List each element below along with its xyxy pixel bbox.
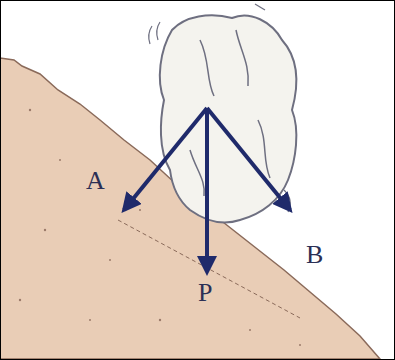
motion-marks	[149, 4, 290, 212]
rock	[160, 15, 297, 222]
force-arrows	[124, 108, 290, 272]
point-label: B	[306, 242, 323, 268]
point-label: A	[86, 168, 105, 194]
point-label: P	[198, 280, 212, 306]
